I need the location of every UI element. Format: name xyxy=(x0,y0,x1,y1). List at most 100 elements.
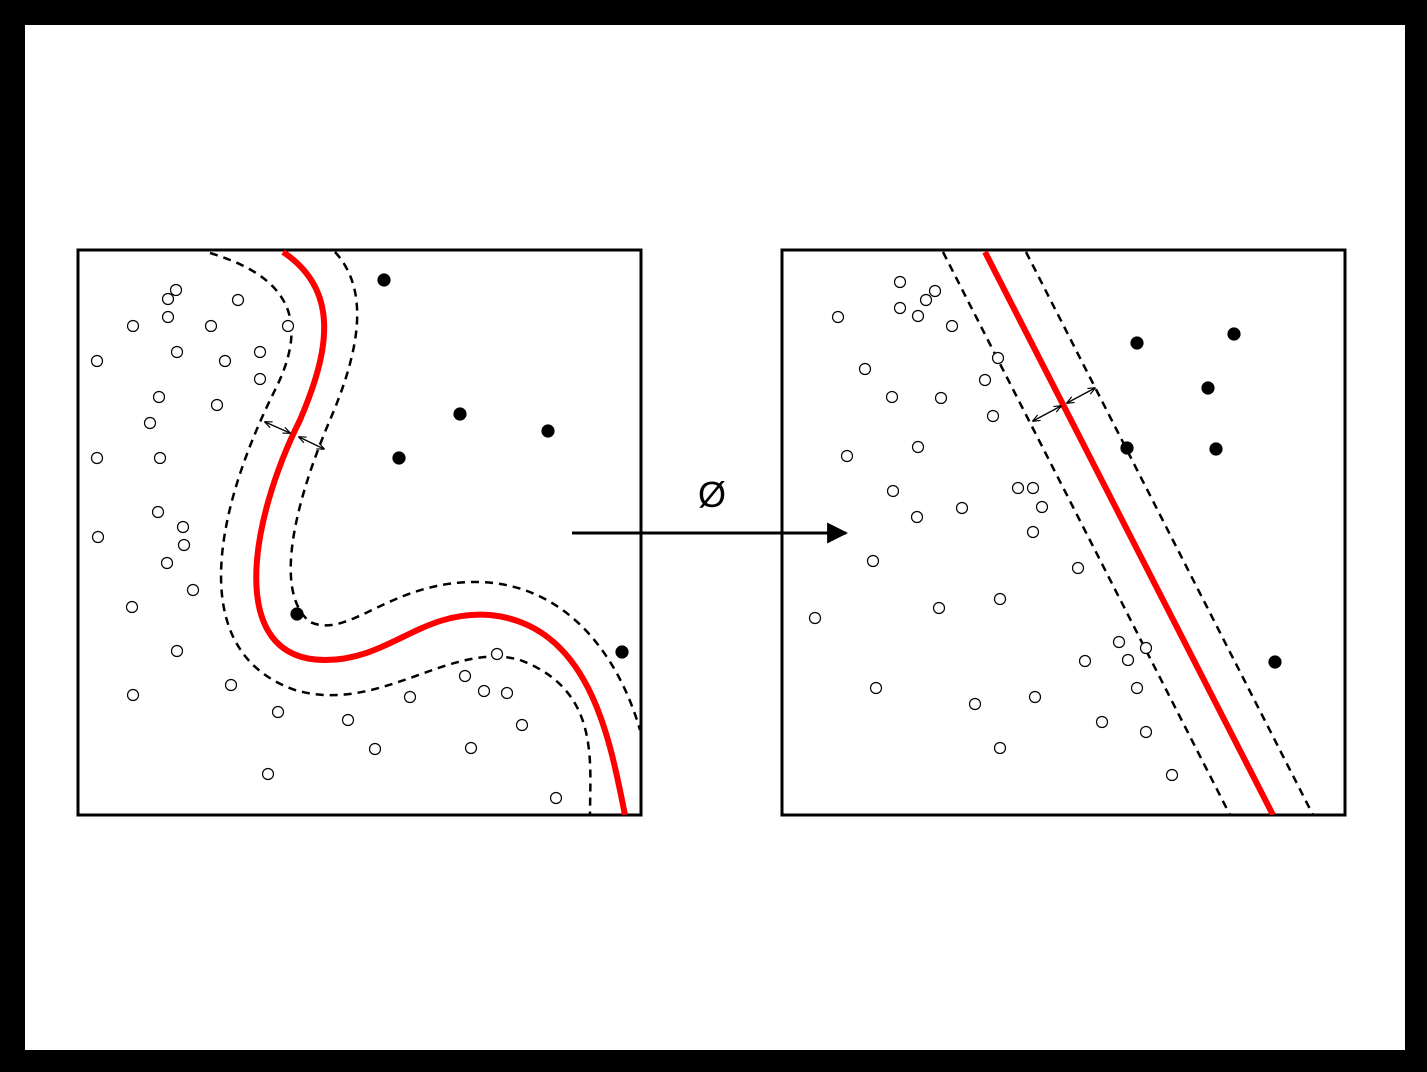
class-a-point xyxy=(1026,525,1040,539)
input-space-points xyxy=(90,273,629,805)
class-a-point xyxy=(1139,641,1153,655)
class-a-point xyxy=(368,742,382,756)
class-a-point xyxy=(126,688,140,702)
class-a-point xyxy=(893,301,907,315)
class-a-point xyxy=(869,681,883,695)
class-a-point xyxy=(161,292,175,306)
class-a-point xyxy=(886,484,900,498)
class-a-point xyxy=(1071,561,1085,575)
class-a-point xyxy=(991,351,1005,365)
class-a-point xyxy=(911,440,925,454)
linear-decision-boundary xyxy=(982,250,1276,815)
nonlinear-decision-boundary xyxy=(253,250,628,815)
class-a-point xyxy=(403,690,417,704)
class-a-point xyxy=(177,538,191,552)
class-a-point xyxy=(90,451,104,465)
class-a-point xyxy=(910,510,924,524)
class-a-point xyxy=(831,310,845,324)
nonlinear-margin-upper xyxy=(209,251,592,815)
class-b-point xyxy=(1201,381,1215,395)
class-a-point xyxy=(151,505,165,519)
input-space-panel xyxy=(76,248,643,817)
class-a-point xyxy=(1165,768,1179,782)
class-a-point xyxy=(945,319,959,333)
diagram-canvas xyxy=(25,25,1405,1050)
class-a-point xyxy=(919,293,933,307)
feature-space-points xyxy=(808,275,1282,782)
class-a-point xyxy=(176,520,190,534)
class-a-point xyxy=(210,398,224,412)
class-b-point xyxy=(541,424,555,438)
class-b-point xyxy=(1120,441,1134,455)
class-a-point xyxy=(224,678,238,692)
class-a-point xyxy=(928,284,942,298)
class-a-point xyxy=(253,372,267,386)
class-a-point xyxy=(281,319,295,333)
class-b-point xyxy=(377,273,391,287)
linear-margin-right xyxy=(1024,251,1315,815)
class-a-point xyxy=(231,293,245,307)
mapping-function-label: Ø xyxy=(697,474,726,515)
class-a-point xyxy=(253,345,267,359)
class-a-point xyxy=(840,449,854,463)
class-b-point xyxy=(1209,442,1223,456)
class-a-point xyxy=(125,600,139,614)
class-a-point xyxy=(955,501,969,515)
class-a-point xyxy=(968,697,982,711)
class-a-point xyxy=(161,310,175,324)
class-a-point xyxy=(477,684,491,698)
class-a-point xyxy=(893,275,907,289)
class-b-point xyxy=(1268,655,1282,669)
class-a-point xyxy=(986,409,1000,423)
class-a-point xyxy=(1112,635,1126,649)
class-a-point xyxy=(1035,500,1049,514)
class-a-point xyxy=(152,390,166,404)
class-a-point xyxy=(91,530,105,544)
class-b-point xyxy=(453,407,467,421)
class-a-point xyxy=(500,686,514,700)
class-a-point xyxy=(169,283,183,297)
class-a-point xyxy=(866,554,880,568)
class-a-point xyxy=(993,741,1007,755)
class-a-point xyxy=(1095,715,1109,729)
class-b-point xyxy=(290,607,304,621)
class-b-point xyxy=(1130,336,1144,350)
margin-width-arrow-right xyxy=(299,437,324,449)
class-a-point xyxy=(126,319,140,333)
class-b-point xyxy=(392,451,406,465)
class-a-point xyxy=(160,556,174,570)
class-a-point xyxy=(1011,481,1025,495)
class-a-point xyxy=(1121,653,1135,667)
class-a-point xyxy=(143,416,157,430)
class-a-point xyxy=(515,718,529,732)
class-a-point xyxy=(885,390,899,404)
class-a-point xyxy=(271,705,285,719)
class-b-point xyxy=(615,645,629,659)
linear-margin-left xyxy=(941,251,1232,815)
class-a-point xyxy=(1139,725,1153,739)
class-a-point xyxy=(90,354,104,368)
class-a-point xyxy=(261,767,275,781)
class-a-point xyxy=(978,373,992,387)
class-a-point xyxy=(218,354,232,368)
feature-space-panel xyxy=(780,248,1347,817)
margin-width-arrow-left xyxy=(265,422,290,433)
margin-width-arrow-left xyxy=(1033,406,1061,421)
input-space-frame xyxy=(76,248,643,817)
class-a-point xyxy=(204,319,218,333)
feature-space-frame xyxy=(780,248,1347,817)
class-a-point xyxy=(1130,681,1144,695)
class-a-point xyxy=(1078,654,1092,668)
class-a-point xyxy=(341,713,355,727)
class-a-point xyxy=(153,451,167,465)
class-a-point xyxy=(549,791,563,805)
class-a-point xyxy=(1026,481,1040,495)
margin-width-arrow-right xyxy=(1067,388,1095,403)
class-a-point xyxy=(858,362,872,376)
class-a-point xyxy=(458,669,472,683)
class-a-point xyxy=(808,611,822,625)
class-a-point xyxy=(464,741,478,755)
class-a-point xyxy=(934,391,948,405)
class-b-point xyxy=(1227,327,1241,341)
